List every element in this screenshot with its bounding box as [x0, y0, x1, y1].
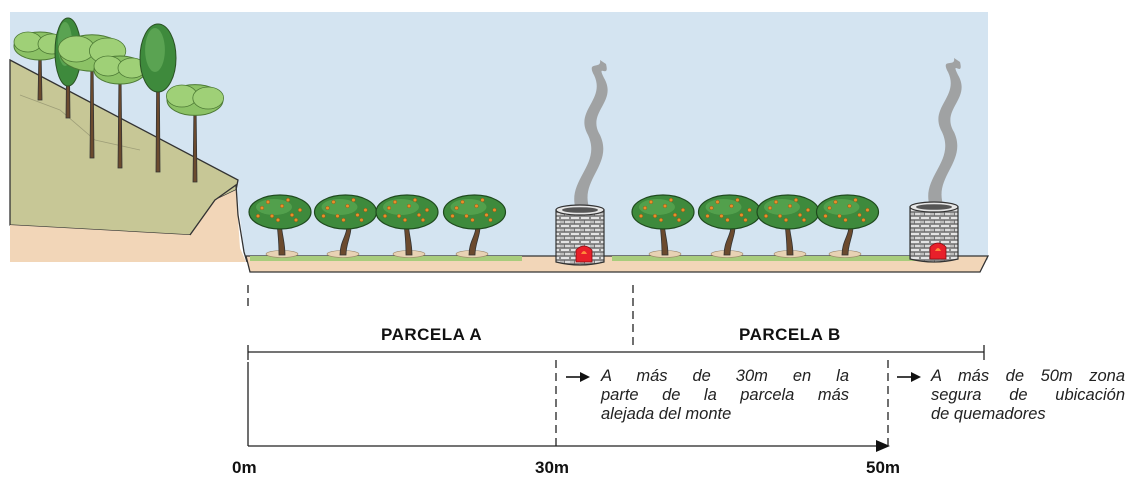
distance-scale	[247, 360, 890, 452]
ground-strip	[245, 255, 990, 273]
note-30m: A más de 30m en la parte de la parcela m…	[601, 367, 849, 424]
orange-tree-icon	[313, 194, 378, 258]
forest-tree-icon	[93, 55, 147, 169]
distance-mark-30m: 30m	[535, 458, 570, 477]
note-arrows	[566, 372, 921, 382]
arrow-right-icon	[580, 372, 590, 382]
orange-tree-icon	[248, 194, 312, 258]
note-50m-line-2: segura de ubicación	[931, 386, 1125, 404]
orange-trees	[248, 194, 880, 258]
orange-tree-icon	[442, 194, 507, 258]
smoke-icon	[574, 60, 608, 210]
orange-tree-icon	[375, 194, 439, 258]
burners	[555, 58, 962, 266]
smoke-icon	[928, 58, 962, 207]
orange-tree-icon	[697, 194, 762, 258]
orange-tree-icon	[756, 194, 820, 258]
forest-trees	[13, 17, 225, 183]
orange-tree-icon	[815, 194, 880, 258]
forest-tree-icon	[139, 23, 177, 173]
note-50m-line-1: A más de 50m zona	[931, 367, 1125, 385]
note-30m-line-3: alejada del monte	[601, 405, 732, 423]
note-30m-line-2: parte de la parcela más	[601, 386, 849, 404]
note-50m-line-3: de quemadores	[931, 405, 1046, 423]
parcel-scale	[247, 285, 985, 360]
arrow-right-icon	[876, 440, 890, 452]
arrow-right-icon	[911, 372, 921, 382]
forest-tree-icon	[166, 84, 225, 183]
orange-tree-icon	[631, 194, 695, 258]
parcel-b-label: PARCELA B	[739, 325, 841, 344]
parcel-a-label: PARCELA A	[381, 325, 483, 344]
burner-icon	[555, 60, 608, 266]
burner-icon	[909, 58, 962, 263]
note-50m: A más de 50m zona segura de ubicación de…	[931, 367, 1125, 424]
distance-mark-50m: 50m	[866, 458, 901, 477]
note-30m-line-1: A más de 30m en la	[601, 367, 849, 385]
distance-mark-0m: 0m	[232, 458, 257, 477]
